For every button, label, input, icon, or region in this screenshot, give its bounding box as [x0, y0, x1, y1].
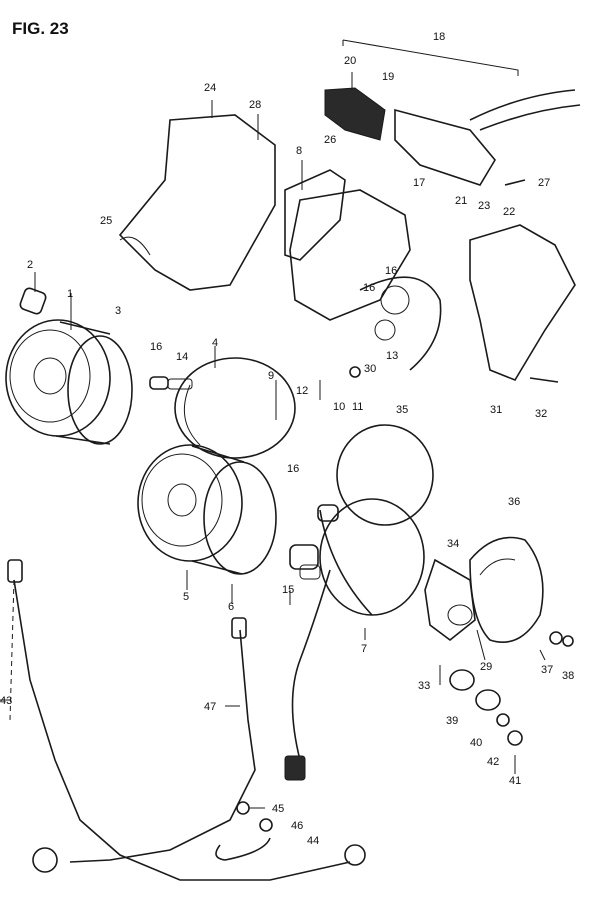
callout-7: 7: [361, 643, 367, 655]
callout-2: 2: [27, 259, 33, 271]
callout-43: 43: [0, 695, 12, 707]
callout-24: 24: [204, 82, 216, 94]
headlight-unit: [319, 424, 434, 616]
nut-41: [507, 730, 523, 746]
callout-1: 1: [67, 288, 73, 300]
callout-16b: 16: [363, 282, 375, 294]
callout-25: 25: [100, 215, 112, 227]
callout-37: 37: [541, 664, 553, 676]
callout-10: 10: [333, 401, 345, 413]
callout-28: 28: [249, 99, 261, 111]
callout-36: 36: [508, 496, 520, 508]
callout-32: 32: [535, 408, 547, 420]
grommet-37: [549, 631, 563, 645]
tachometer: [137, 444, 277, 575]
speedometer: [5, 319, 133, 445]
upper-bracket: [284, 169, 346, 261]
callout-12: 12: [296, 385, 308, 397]
figure-title: FIG. 23: [12, 19, 69, 38]
wiring-harness: [324, 87, 581, 186]
callout-4: 4: [212, 337, 218, 349]
callout-9: 9: [268, 370, 274, 382]
callout-16c: 16: [287, 463, 299, 475]
callout-11: 11: [352, 401, 363, 413]
callout-31: 31: [490, 404, 502, 416]
cushion-39: [449, 669, 475, 691]
headlight-shell: [469, 536, 544, 644]
nut-30: [349, 366, 361, 378]
meter-cover: [118, 114, 276, 291]
clamp-44: [215, 837, 271, 861]
callout-40: 40: [470, 737, 482, 749]
callout-20: 20: [344, 55, 356, 67]
screw-27: [504, 179, 526, 186]
callout-42: 42: [487, 756, 499, 768]
group-bracket: [342, 39, 519, 76]
socket-assembly: [424, 558, 476, 642]
callout-27: 27: [538, 177, 550, 189]
callout-21: 21: [455, 195, 467, 207]
callout-30: 30: [364, 363, 376, 375]
bulb-socket-16: [317, 504, 339, 522]
callout-44: 44: [307, 835, 319, 847]
washer-40: [475, 689, 501, 711]
callout-14: 14: [176, 351, 188, 363]
callout-34: 34: [447, 538, 459, 550]
callout-17: 17: [413, 177, 425, 189]
meter-wiring: [291, 569, 331, 761]
callout-19: 19: [382, 71, 394, 83]
washer-42: [496, 713, 510, 727]
indicator-housing: [289, 189, 442, 371]
callout-8: 8: [296, 145, 302, 157]
tachometer-cable: [69, 617, 256, 863]
callout-22: 22: [503, 206, 515, 218]
callout-35: 35: [396, 404, 408, 416]
bolt-45: [236, 801, 265, 815]
meter-lower-case: [174, 357, 296, 459]
right-bracket: [469, 224, 576, 381]
callout-23: 23: [478, 200, 490, 212]
callout-47: 47: [204, 701, 216, 713]
connector: [284, 755, 306, 781]
speedometer-cable: [7, 559, 366, 881]
callout-46: 46: [291, 820, 303, 832]
callout-15: 15: [282, 584, 294, 596]
callout-39: 39: [446, 715, 458, 727]
callout-26: 26: [324, 134, 336, 146]
callout-41: 41: [509, 775, 521, 787]
bulb-2: [19, 287, 47, 315]
callout-6: 6: [228, 601, 234, 613]
callout-29: 29: [480, 661, 492, 673]
callout-5: 5: [183, 591, 189, 603]
callout-45: 45: [272, 803, 284, 815]
callout-18: 18: [433, 31, 445, 43]
nut-38: [562, 635, 574, 647]
screw-32: [529, 377, 559, 383]
leader-lines: [0, 72, 546, 774]
callout-16d: 16: [385, 265, 397, 277]
bulb-socket-15: [289, 544, 321, 580]
bulb-socket-14: [149, 376, 193, 390]
washer-46: [259, 818, 273, 832]
callout-13: 13: [386, 350, 398, 362]
callout-38: 38: [562, 670, 574, 682]
callout-16a: 16: [150, 341, 162, 353]
callout-33: 33: [418, 680, 430, 692]
callout-3: 3: [115, 305, 121, 317]
